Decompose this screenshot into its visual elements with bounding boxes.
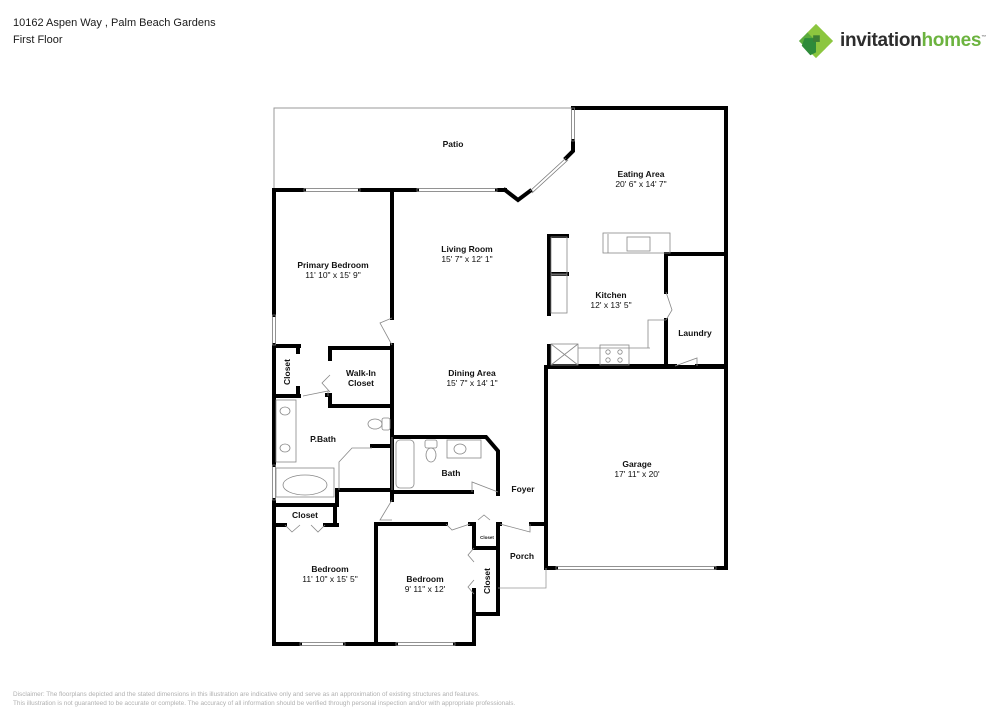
tub-icon xyxy=(395,439,415,489)
brand-logo: invitationhomes™ xyxy=(797,22,986,60)
primary-bath-vanity xyxy=(275,399,297,463)
bathtub-icon xyxy=(282,474,328,496)
floor-label: First Floor xyxy=(13,34,63,46)
room-living-room-name: Living Room xyxy=(441,244,493,254)
room-porch-name: Porch xyxy=(510,551,534,561)
primary-tub xyxy=(275,467,335,498)
logo-wordmark: invitationhomes™ xyxy=(840,30,986,52)
room-walk-in-closet-line1: Walk-In xyxy=(346,368,376,378)
room-bedroom3-name: Bedroom xyxy=(406,574,444,584)
logo-word-invitation: invitation xyxy=(840,30,922,51)
room-bedroom3-dims: 9' 11" x 12' xyxy=(405,584,446,594)
room-patio-name: Patio xyxy=(443,139,464,149)
kitchen-counter xyxy=(602,232,671,254)
fixtures xyxy=(275,232,671,498)
room-bedroom2-dims: 11' 10" x 15' 5" xyxy=(302,574,357,584)
room-walk-in-closet-line2: Closet xyxy=(348,378,374,388)
disclaimer-line1: Disclaimer: The floorplans depicted and … xyxy=(13,691,480,698)
room-closet-primary-name: Closet xyxy=(282,359,292,385)
room-living-room-dims: 15' 7" x 12' 1" xyxy=(441,254,492,264)
room-bath-name: Bath xyxy=(442,468,461,478)
toilet-icon xyxy=(425,447,437,463)
windows xyxy=(272,107,717,646)
room-garage-dims: 17' 11" x 20' xyxy=(614,469,660,479)
room-dining-area-name: Dining Area xyxy=(448,368,496,378)
kitchen-sink-icon xyxy=(626,236,651,252)
room-p-bath-name: P.Bath xyxy=(310,434,336,444)
walls xyxy=(272,106,728,646)
header: 10162 Aspen Way , Palm Beach Gardens Fir… xyxy=(13,15,216,49)
room-eating-area-dims: 20' 6" x 14' 7" xyxy=(615,179,666,189)
logo-mark-icon xyxy=(798,23,834,59)
porch-outline xyxy=(391,437,547,589)
room-closet-small-name: Closet xyxy=(480,535,494,540)
disclaimer: Disclaimer: The floorplans depicted and … xyxy=(13,690,515,708)
trademark-symbol: ™ xyxy=(981,34,986,41)
address-title: 10162 Aspen Way , Palm Beach Gardens xyxy=(13,17,216,29)
room-eating-area-name: Eating Area xyxy=(618,169,665,179)
room-closet-bedroom3-name: Closet xyxy=(482,568,492,594)
room-labels: Patio Eating Area 20' 6" x 14' 7" Living… xyxy=(282,139,712,594)
toilet-icon xyxy=(367,418,383,430)
room-kitchen-name: Kitchen xyxy=(595,290,626,300)
room-foyer-name: Foyer xyxy=(511,484,535,494)
room-primary-bedroom-name: Primary Bedroom xyxy=(297,260,369,270)
sink-icon xyxy=(453,443,467,455)
sink-icon xyxy=(279,443,291,453)
room-garage-name: Garage xyxy=(622,459,652,469)
bath-vanity xyxy=(446,439,482,459)
room-laundry-name: Laundry xyxy=(678,328,712,338)
stove-icon xyxy=(599,344,630,366)
refrigerator-icon xyxy=(550,343,579,366)
room-bedroom2-name: Bedroom xyxy=(311,564,349,574)
patio-outline xyxy=(273,107,573,190)
shower-stall xyxy=(338,447,372,490)
room-kitchen-dims: 12' x 13' 5" xyxy=(590,300,631,310)
doors xyxy=(284,291,698,595)
sink-icon xyxy=(279,406,291,416)
room-dining-area-dims: 15' 7" x 14' 1" xyxy=(446,378,497,388)
room-primary-bedroom-dims: 11' 10" x 15' 9" xyxy=(305,270,360,280)
logo-word-homes: homes xyxy=(921,30,982,51)
room-closet-bedroom2-name: Closet xyxy=(292,510,318,520)
disclaimer-line2: This illustration is not guaranteed to b… xyxy=(13,700,516,707)
